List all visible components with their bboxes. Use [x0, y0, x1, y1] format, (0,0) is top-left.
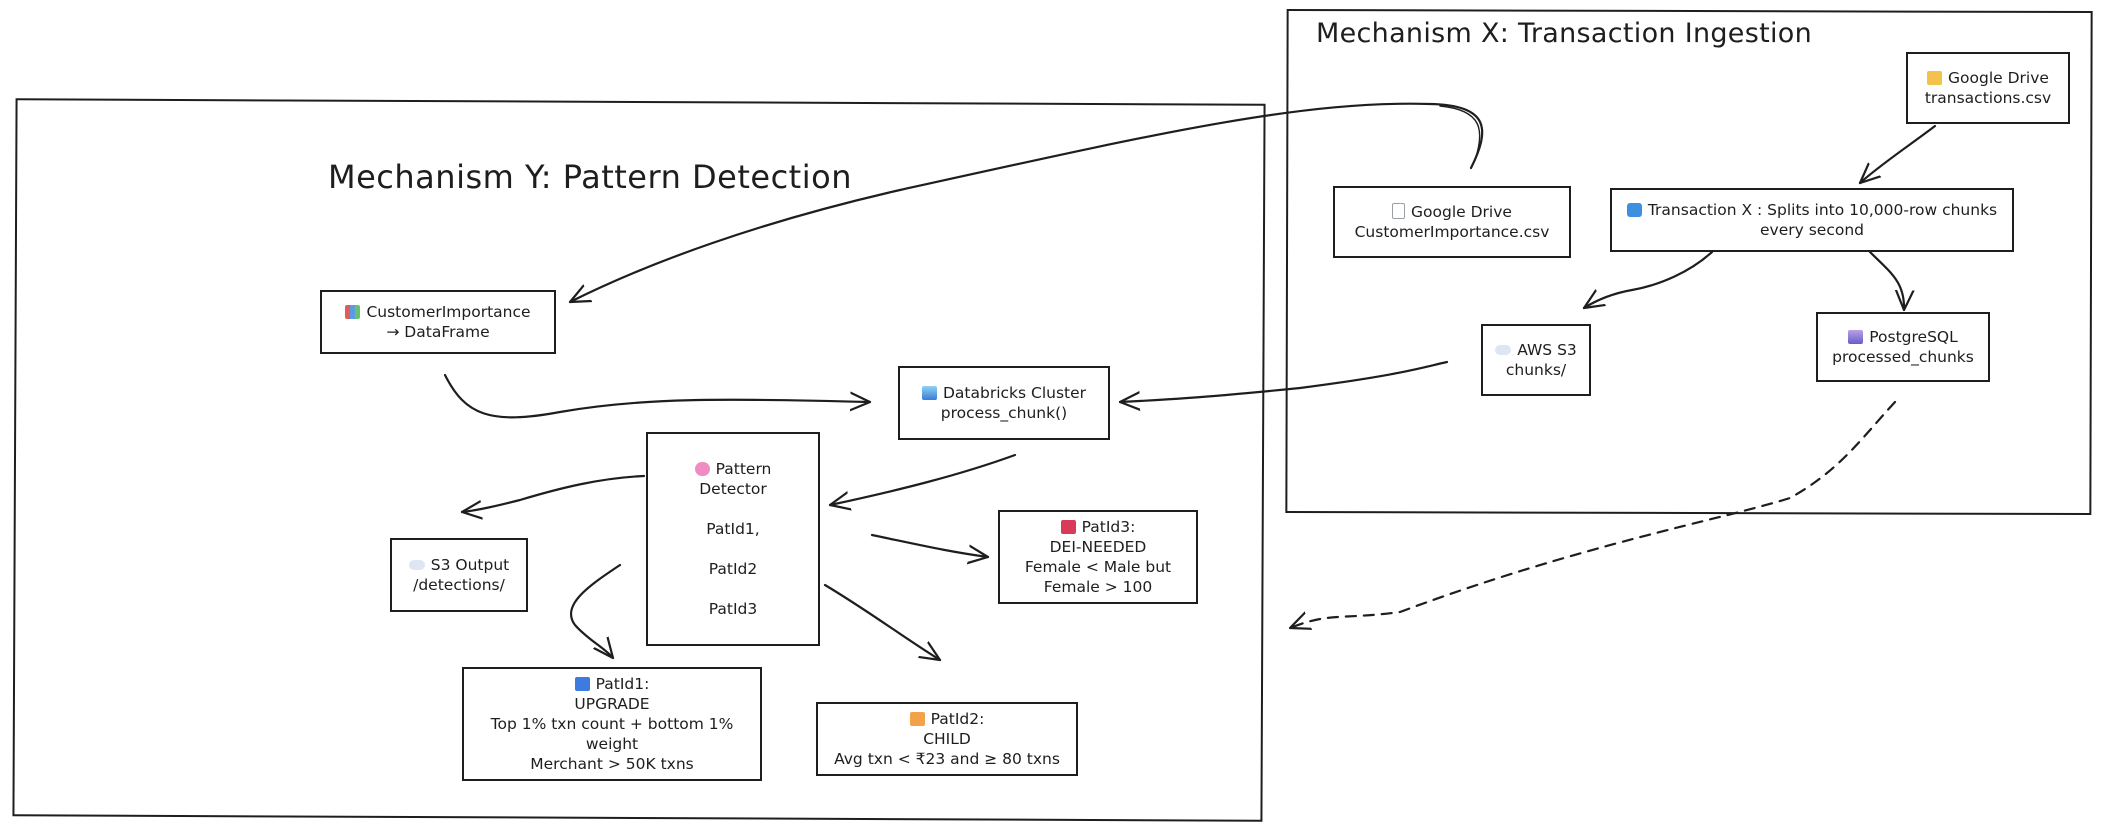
arrow-transaction-x-to-postgres [1868, 250, 1904, 312]
node-label: PostgreSQL [1869, 328, 1958, 346]
arrow-postgres-to-mechanism-y [1288, 400, 1897, 628]
arrow-drive-to-transaction-x [1858, 124, 1937, 185]
node-pattern-detector[interactable]: Pattern Detector PatId1, PatId2 PatId3 [646, 432, 820, 646]
node-gdrive-transactions[interactable]: Google Drive transactions.csv [1906, 52, 2070, 124]
node-label: process_chunk() [940, 404, 1068, 422]
node-label: S3 Output [430, 556, 510, 574]
node-customer-importance-dataframe[interactable]: CustomerImportance → DataFrame [320, 290, 556, 354]
disk-icon [921, 386, 937, 400]
node-aws-s3[interactable]: AWS S3 chunks/ [1481, 324, 1591, 396]
node-label: PatId3: [1081, 518, 1136, 536]
node-label: PatId1: [595, 675, 650, 693]
database-icon [1848, 330, 1864, 344]
node-label: Transaction X : Splits into 10,000-row c… [1647, 201, 1998, 219]
node-label: /detections/ [413, 576, 505, 594]
cycle-icon [1626, 203, 1642, 217]
node-label: Databricks Cluster [942, 384, 1087, 402]
node-label: CHILD [923, 730, 971, 748]
node-label: Female > 100 [1043, 578, 1153, 596]
node-databricks-cluster[interactable]: Databricks Cluster process_chunk() [898, 366, 1110, 440]
arrow-transaction-x-to-s3 [1582, 250, 1714, 310]
node-postgresql[interactable]: PostgreSQL processed_chunks [1816, 312, 1990, 382]
arrow-drive-customer-to-dataframe [568, 102, 1484, 304]
mechanism-y-title: Mechanism Y: Pattern Detection [328, 158, 852, 196]
node-label: Google Drive [1411, 203, 1512, 221]
node-label: PatId2 [708, 560, 758, 578]
node-patid2[interactable]: PatId2: CHILD Avg txn < ₹23 and ≥ 80 txn… [816, 702, 1078, 776]
node-label: processed_chunks [1832, 348, 1974, 366]
node-label: UPGRADE [574, 695, 650, 713]
node-label: weight [585, 735, 639, 753]
node-label: Avg txn < ₹23 and ≥ 80 txns [834, 750, 1060, 768]
arrow-s3-to-databricks [1118, 360, 1449, 402]
orange-square-icon [909, 712, 925, 726]
node-label: → DataFrame [386, 323, 490, 341]
arrow-detector-to-s3-output [460, 474, 646, 512]
blue-square-icon [574, 677, 590, 691]
node-label: PatId2: [930, 710, 985, 728]
node-label: Female < Male but [1024, 558, 1172, 576]
node-label: Google Drive [1948, 69, 2049, 87]
node-patid1[interactable]: PatId1: UPGRADE Top 1% txn count + botto… [462, 667, 762, 781]
mechanism-x-title: Mechanism X: Transaction Ingestion [1316, 18, 1813, 49]
document-icon [1392, 203, 1406, 219]
node-label: chunks/ [1505, 361, 1567, 379]
node-label: transactions.csv [1924, 89, 2052, 107]
node-label: DEI-NEEDED [1049, 538, 1147, 556]
cloud-icon [408, 560, 425, 570]
node-label: CustomerImportance.csv [1354, 223, 1550, 241]
node-gdrive-customer-importance[interactable]: Google Drive CustomerImportance.csv [1333, 186, 1571, 258]
node-label: every second [1760, 221, 1864, 239]
node-label: PatId3 [708, 600, 758, 618]
arrow-detector-to-patid3 [870, 533, 990, 557]
arrow-detector-to-patid2 [823, 583, 942, 662]
node-patid3[interactable]: PatId3: DEI-NEEDED Female < Male but Fem… [998, 510, 1198, 604]
arrow-databricks-to-detector [828, 453, 1017, 505]
bar-chart-icon [345, 305, 361, 319]
node-label: Detector [699, 480, 767, 498]
red-square-icon [1060, 520, 1076, 534]
node-label: Merchant > 50K txns [530, 755, 694, 773]
folder-icon [1927, 71, 1943, 85]
arrow-detector-to-patid1 [569, 563, 622, 660]
node-label: CustomerImportance [366, 303, 531, 321]
cloud-icon [1495, 345, 1512, 355]
brain-icon [694, 462, 710, 476]
arrow-dataframe-to-databricks [443, 373, 872, 419]
node-label: PatId1, [706, 520, 760, 538]
node-label: Top 1% txn count + bottom 1% [490, 715, 734, 733]
node-label: AWS S3 [1517, 341, 1577, 359]
node-transaction-x[interactable]: Transaction X : Splits into 10,000-row c… [1610, 188, 2014, 252]
node-s3-output[interactable]: S3 Output /detections/ [390, 538, 528, 612]
node-label: Pattern [715, 460, 772, 478]
